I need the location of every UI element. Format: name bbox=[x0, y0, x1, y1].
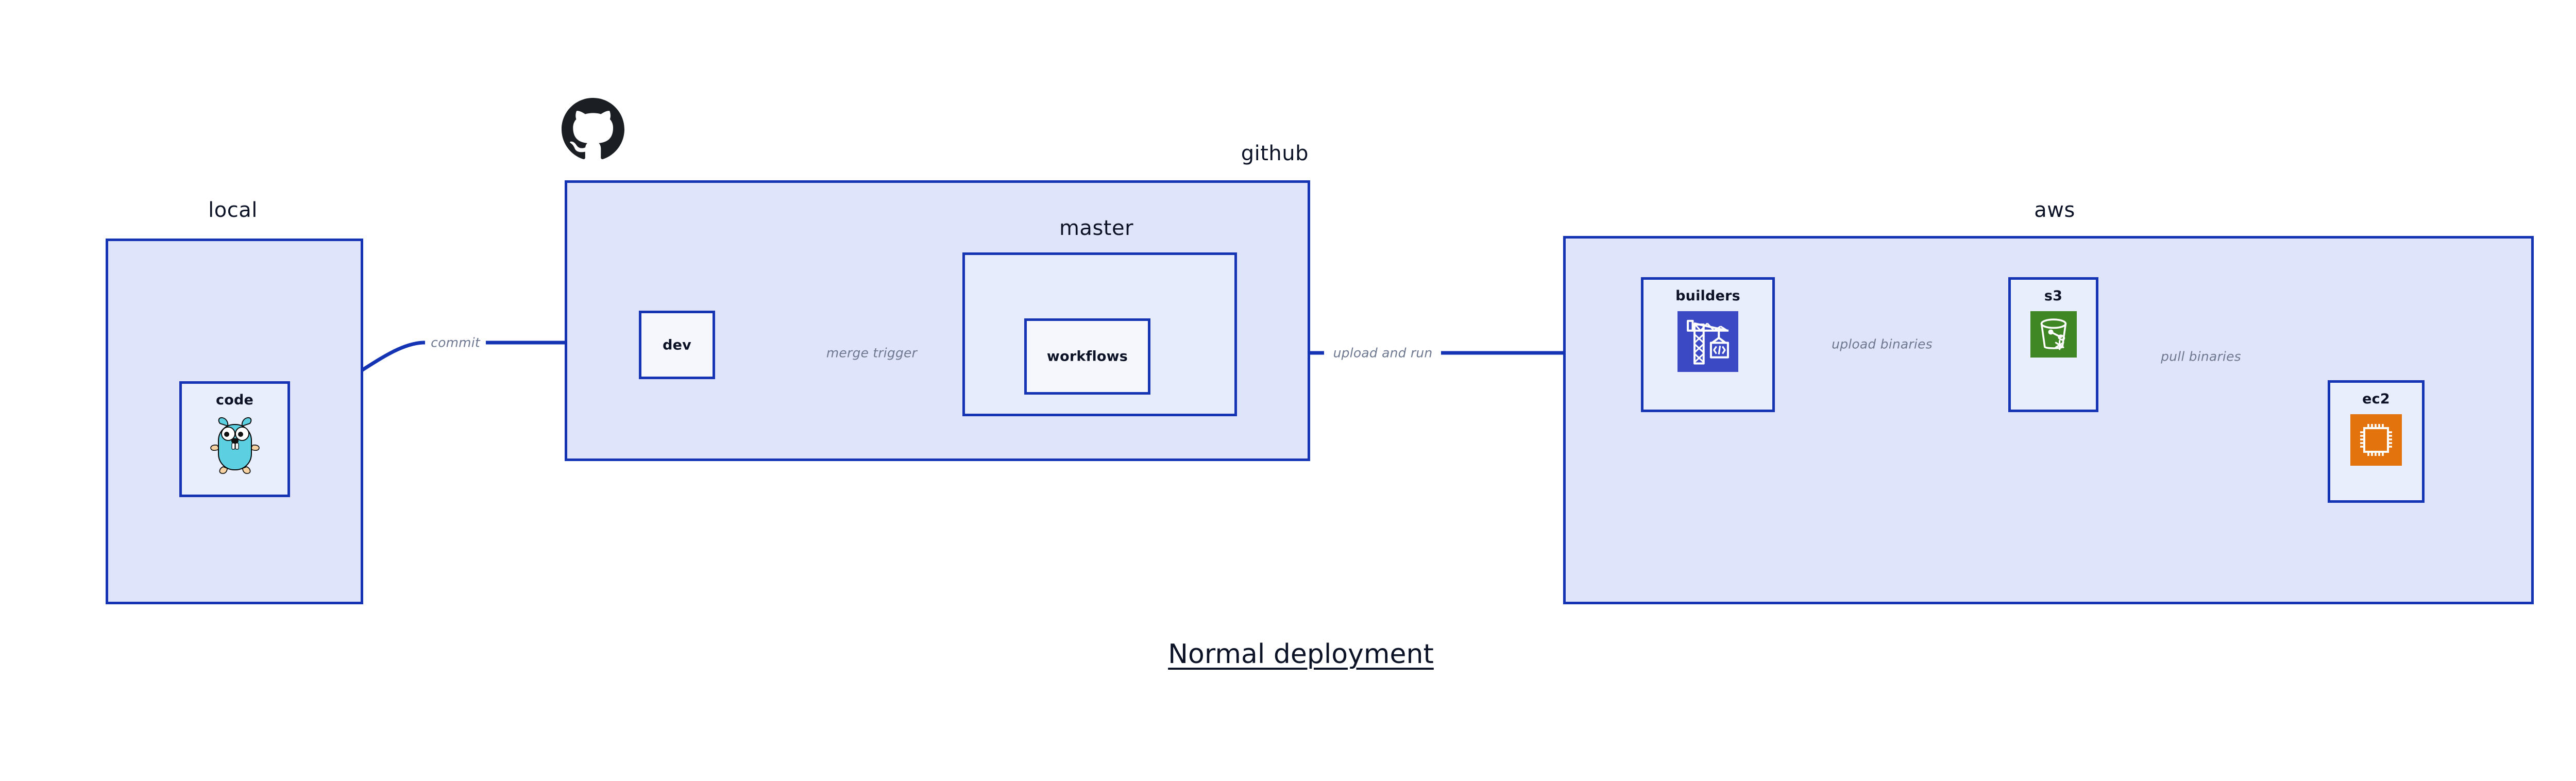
edge-label-merge-trigger: merge trigger bbox=[826, 345, 918, 361]
edge-label-commit: commit bbox=[431, 335, 480, 350]
node-workflows[interactable]: workflows bbox=[1024, 318, 1150, 395]
aws-ec2-chip-icon bbox=[2350, 414, 2402, 466]
group-label-aws: aws bbox=[2034, 198, 2075, 222]
diagram-title: Normal deployment bbox=[1168, 639, 1434, 670]
node-builders-label: builders bbox=[1675, 288, 1740, 304]
node-dev-label: dev bbox=[663, 337, 691, 353]
group-label-github: github bbox=[1241, 142, 1309, 165]
group-label-master: master bbox=[1059, 216, 1134, 240]
aws-s3-bucket-icon bbox=[2030, 311, 2077, 358]
node-builders[interactable]: builders bbox=[1641, 277, 1775, 412]
go-gopher-icon bbox=[208, 415, 262, 476]
node-s3-label: s3 bbox=[2044, 288, 2063, 304]
node-ec2[interactable]: ec2 bbox=[2328, 380, 2425, 503]
edge-label-pull-binaries: pull binaries bbox=[2161, 349, 2241, 364]
node-s3[interactable]: s3 bbox=[2008, 277, 2098, 412]
node-code[interactable]: code bbox=[179, 381, 290, 497]
node-code-label: code bbox=[216, 392, 253, 408]
aws-codebuild-crane-icon bbox=[1677, 311, 1738, 372]
edge-label-upload-and-run: upload and run bbox=[1333, 345, 1433, 361]
edge-label-upload-binaries: upload binaries bbox=[1832, 336, 1933, 352]
node-workflows-label: workflows bbox=[1046, 348, 1128, 365]
node-ec2-label: ec2 bbox=[2362, 391, 2390, 407]
group-label-local: local bbox=[208, 198, 258, 222]
node-dev[interactable]: dev bbox=[639, 311, 715, 379]
github-octocat-icon bbox=[562, 98, 624, 161]
